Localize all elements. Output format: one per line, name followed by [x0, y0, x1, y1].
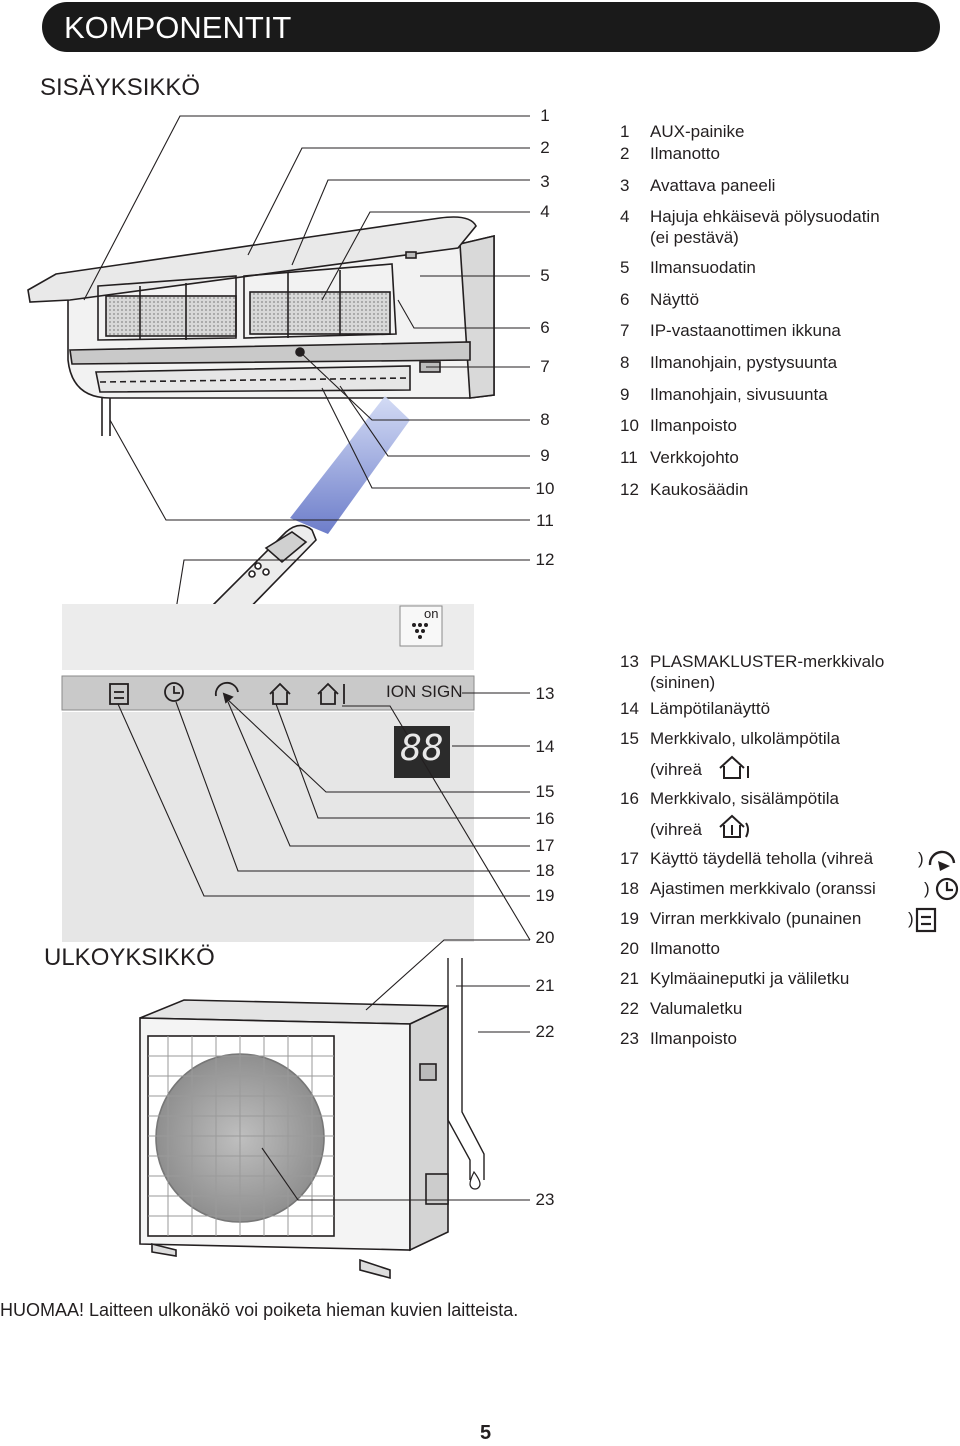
outdoor-callout-lines — [261, 939, 530, 1201]
full-power-icon — [928, 850, 956, 871]
callout-number: 4 — [540, 202, 550, 221]
callout-number: 1 — [540, 106, 550, 125]
page-number: 5 — [480, 1422, 492, 1444]
power-icon — [109, 683, 129, 705]
callout-number: 23 — [535, 1190, 555, 1209]
callout-number: 15 — [535, 782, 555, 801]
full-power-icon — [214, 681, 239, 704]
callout-number: 6 — [540, 318, 550, 337]
callout-number: 20 — [535, 928, 555, 947]
outdoor-unit — [139, 999, 449, 1280]
indoor-unit — [27, 216, 495, 436]
ion-on-label: on — [424, 606, 439, 621]
callout-number: 13 — [535, 684, 555, 703]
outdoor-unit-title: ULKOYKSIKKÖ — [44, 944, 215, 971]
indoor-temp-icon — [719, 814, 749, 838]
timer-icon — [164, 682, 184, 702]
callout-number: 18 — [535, 861, 555, 880]
callout-number: 5 — [540, 266, 550, 285]
callout-number: 19 — [535, 886, 555, 905]
ion-sign-label: ION SIGN — [386, 682, 463, 701]
callout-number: 14 — [535, 737, 555, 756]
callout-number: 12 — [535, 550, 555, 569]
callout-number: 16 — [535, 809, 555, 828]
plasmacluster-icon — [412, 623, 428, 639]
callout-number: 22 — [535, 1022, 555, 1041]
callout-number: 8 — [540, 410, 550, 429]
refrigerant-pipes — [447, 958, 485, 1180]
section-title: KOMPONENTIT — [64, 10, 292, 45]
indoor-callout-lines — [83, 115, 530, 623]
note: HUOMAA! Laitteen ulkonäkö voi poiketa hi… — [0, 1300, 519, 1320]
display-panel — [61, 604, 475, 942]
temperature-display: 88 — [400, 728, 444, 769]
callout-number: 11 — [536, 511, 554, 530]
display-callout-lines — [117, 692, 531, 941]
indoor-temp-icon — [317, 682, 345, 705]
power-icon — [915, 907, 937, 933]
water-drop-icon — [469, 1170, 481, 1190]
indoor-unit-title: SISÄYKSIKKÖ — [40, 74, 201, 101]
section-header: KOMPONENTIT — [42, 2, 940, 52]
callout-number: 10 — [535, 479, 555, 498]
callout-number: 17 — [535, 836, 555, 855]
callout-number: 3 — [540, 172, 550, 191]
callout-number: 21 — [535, 976, 555, 995]
callout-number: 2 — [540, 138, 550, 157]
outdoor-temp-icon — [719, 755, 749, 779]
callout-number: 7 — [540, 357, 550, 376]
timer-icon — [935, 877, 959, 901]
outdoor-temp-icon — [269, 682, 291, 705]
callout-number: 9 — [540, 446, 550, 465]
